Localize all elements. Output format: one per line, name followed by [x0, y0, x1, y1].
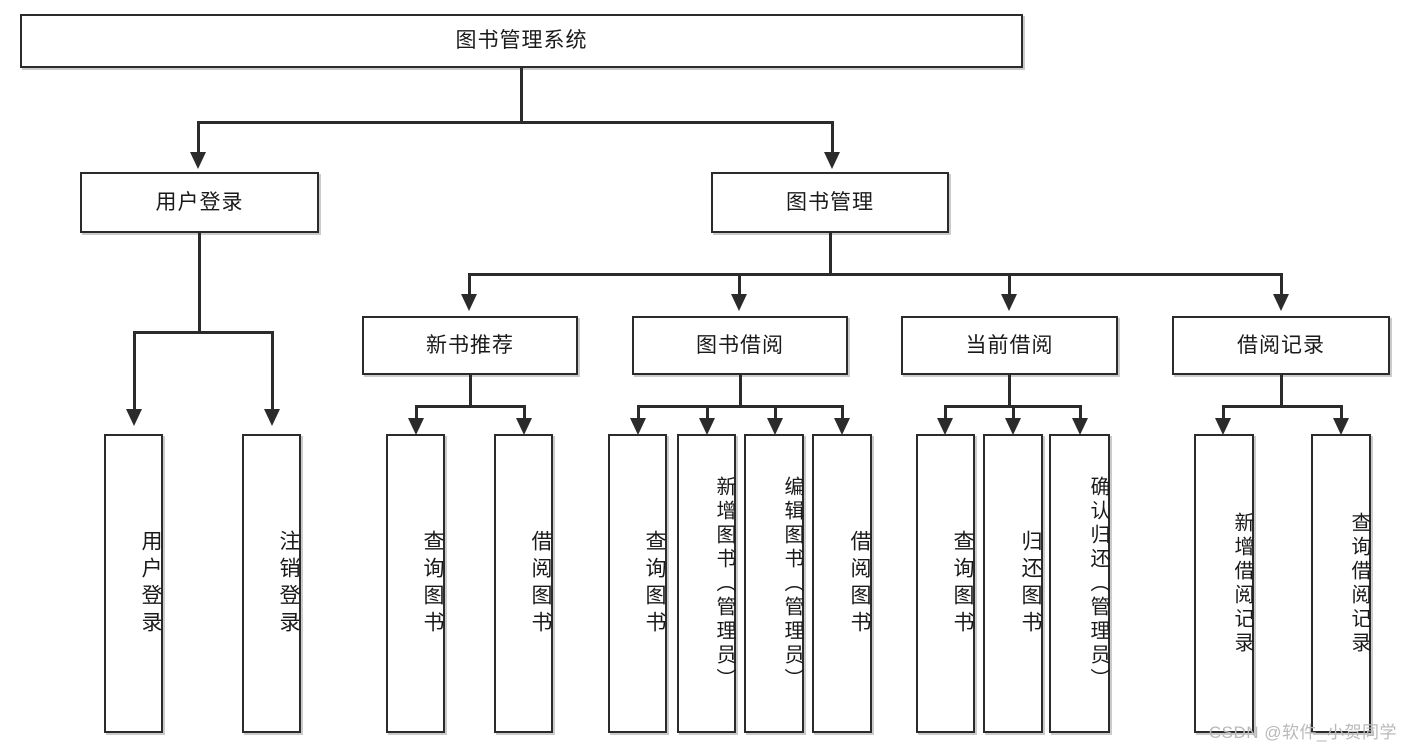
connector-user-login-bus: [133, 331, 273, 334]
arrowhead-newbook-leaf1: [408, 418, 424, 435]
connector-borrowrecord-stem: [1280, 375, 1283, 407]
arrowhead-book-borrow: [731, 294, 747, 311]
arrowhead-borrowrecord-leaf1: [1215, 418, 1231, 435]
watermark-csdn: CSDN @软件_小贺同学: [1208, 723, 1397, 742]
leaf-add-book-admin[interactable]: 新增图书（管理员）: [677, 434, 736, 733]
arrowhead-borrowrecord-leaf2: [1333, 418, 1349, 435]
connector-user-login-leaf2: [271, 331, 274, 411]
connector-currentborrow-leaf1: [944, 405, 947, 421]
node-root-book-management-system[interactable]: 图书管理系统: [20, 14, 1023, 68]
arrowhead-bookborrow-leaf2: [699, 418, 715, 435]
connector-borrowrecord-leaf2: [1340, 405, 1343, 421]
connector-bm-to-new-book: [468, 273, 471, 297]
leaf-borrow-book[interactable]: 借阅图书: [812, 434, 872, 733]
node-book-borrow[interactable]: 图书借阅: [632, 316, 848, 375]
leaf-edit-book-admin[interactable]: 编辑图书（管理员）: [744, 434, 804, 733]
connector-newbook-bus: [415, 405, 524, 408]
connector-currentborrow-leaf2: [1012, 405, 1015, 421]
arrowhead-bookborrow-leaf4: [834, 418, 850, 435]
arrowhead-newbook-leaf2: [516, 418, 532, 435]
connector-borrowrecord-bus: [1222, 405, 1341, 408]
leaf-add-borrow-record[interactable]: 新增借阅记录: [1194, 434, 1254, 733]
connector-bookborrow-leaf2: [706, 405, 709, 421]
connector-root-bus: [197, 121, 833, 124]
connector-newbook-leaf2: [523, 405, 526, 421]
connector-book-management-stem: [829, 233, 832, 275]
node-borrow-record[interactable]: 借阅记录: [1172, 316, 1390, 375]
arrowhead-currentborrow-leaf1: [937, 418, 953, 435]
arrowhead-borrow-record: [1273, 294, 1289, 311]
arrowhead-currentborrow-leaf3: [1072, 418, 1088, 435]
connector-newbook-leaf1: [415, 405, 418, 421]
connector-user-login-leaf1: [133, 331, 136, 411]
connector-newbook-stem: [469, 375, 472, 407]
arrowhead-new-book-recommend: [461, 294, 477, 311]
arrowhead-leaf-logout: [264, 409, 280, 426]
leaf-query-book-recommend[interactable]: 查询图书: [386, 434, 445, 733]
connector-borrowrecord-leaf1: [1222, 405, 1225, 421]
leaf-logout[interactable]: 注销登录: [242, 434, 301, 733]
connector-bm-to-book-borrow: [738, 273, 741, 297]
connector-bookborrow-leaf1: [637, 405, 640, 421]
connector-bookborrow-leaf3: [774, 405, 777, 421]
leaf-user-login[interactable]: 用户登录: [104, 434, 163, 733]
node-book-management[interactable]: 图书管理: [711, 172, 949, 233]
connector-root-to-book-management: [831, 121, 834, 155]
arrowhead-current-borrow: [1001, 294, 1017, 311]
connector-root-stem: [520, 68, 523, 122]
node-user-login[interactable]: 用户登录: [80, 172, 319, 233]
connector-bm-to-borrow-record: [1280, 273, 1283, 297]
leaf-confirm-return-admin[interactable]: 确认归还（管理员）: [1049, 434, 1110, 733]
arrowhead-bookborrow-leaf3: [767, 418, 783, 435]
connector-bm-to-current-borrow: [1008, 273, 1011, 297]
arrowhead-book-management: [824, 152, 840, 169]
connector-currentborrow-leaf3: [1079, 405, 1082, 421]
arrowhead-leaf-user-login: [126, 409, 142, 426]
arrowhead-user-login: [190, 152, 206, 169]
connector-bookborrow-leaf4: [841, 405, 844, 421]
arrowhead-bookborrow-leaf1: [630, 418, 646, 435]
connector-book-management-bus: [468, 273, 1282, 276]
connector-bookborrow-bus: [637, 405, 843, 408]
leaf-query-book-current[interactable]: 查询图书: [916, 434, 975, 733]
leaf-return-book[interactable]: 归还图书: [983, 434, 1043, 733]
leaf-query-borrow-record[interactable]: 查询借阅记录: [1311, 434, 1371, 733]
leaf-borrow-book-recommend[interactable]: 借阅图书: [494, 434, 553, 733]
arrowhead-currentborrow-leaf2: [1005, 418, 1021, 435]
connector-user-login-stem: [198, 233, 201, 333]
connector-bookborrow-stem: [739, 375, 742, 407]
connector-currentborrow-stem: [1008, 375, 1011, 407]
connector-root-to-user-login: [197, 121, 200, 155]
node-current-borrow[interactable]: 当前借阅: [901, 316, 1118, 375]
node-new-book-recommend[interactable]: 新书推荐: [362, 316, 578, 375]
leaf-query-book-borrow[interactable]: 查询图书: [608, 434, 667, 733]
